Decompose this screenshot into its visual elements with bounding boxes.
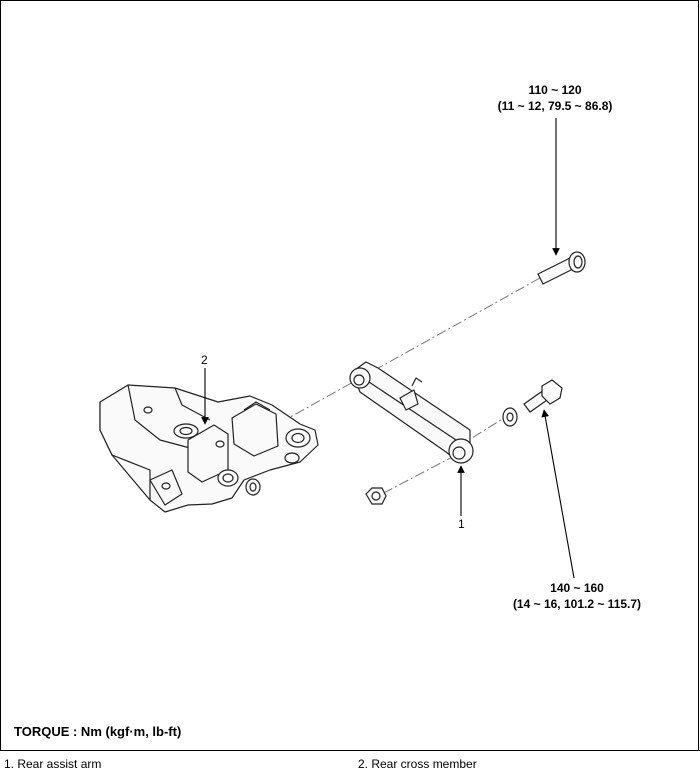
callout-1: 1 [458,517,465,531]
cross-member-bushing [245,478,261,496]
torque-spec-bottom: 140 ~ 160 (14 ~ 16, 101.2 ~ 115.7) [492,580,662,612]
arm-nut [365,487,387,505]
rear-assist-arm [349,361,474,464]
leader-lines [201,118,575,579]
torque-top-nm: 110 ~ 120 [528,83,582,97]
washer [502,407,518,427]
legend-item-2: 2. Rear cross member [358,757,477,771]
arm-inner-bolt [537,251,586,285]
arm-outer-bolt [523,379,563,413]
torque-bottom-kgf-lbft: (14 ~ 16, 101.2 ~ 115.7) [512,597,642,611]
torque-unit-note: TORQUE : Nm (kgf·m, lb-ft) [14,724,182,739]
exploded-view-illustration [99,118,586,579]
legend-divider [0,750,700,751]
torque-bottom-nm: 140 ~ 160 [550,581,604,595]
torque-spec-top: 110 ~ 120 (11 ~ 12, 79.5 ~ 86.8) [470,82,640,114]
callout-2: 2 [201,353,208,367]
legend-item-1: 1. Rear assist arm [4,757,102,771]
rear-cross-member [99,384,319,513]
torque-top-kgf-lbft: (11 ~ 12, 79.5 ~ 86.8) [497,99,613,113]
drawing-frame [0,0,699,750]
assembly-centerlines [284,277,541,497]
